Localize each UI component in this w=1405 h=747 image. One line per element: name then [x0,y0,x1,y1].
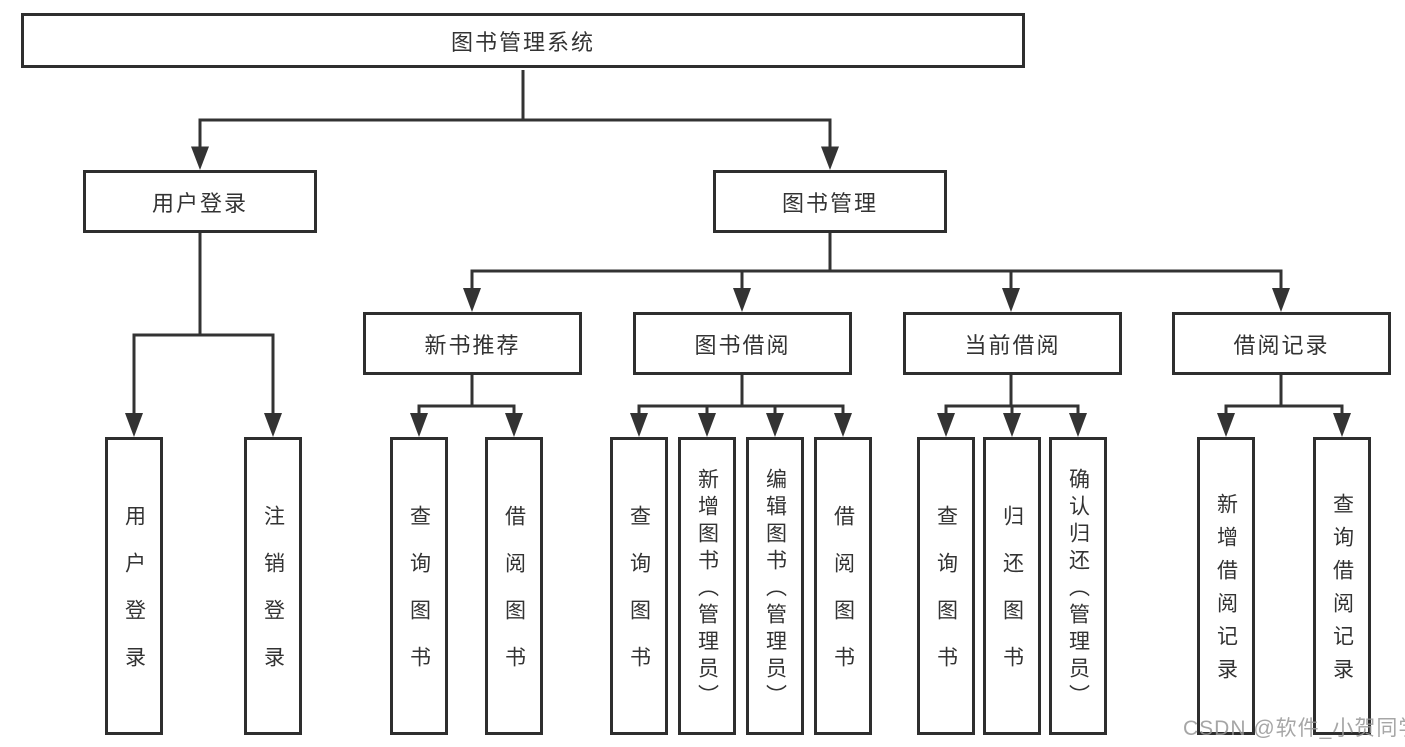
node-leaf-borrow-books-1-label: 借阅图书 [502,505,526,693]
node-borrow-records: 借阅记录 [1172,312,1391,375]
node-leaf-add-borrow-record-label: 新增借阅记录 [1214,493,1238,691]
arrowhead [766,413,784,437]
node-leaf-query-books-3: 查询图书 [917,437,975,735]
connector-borrow-to-children [630,375,852,437]
arrowhead [733,288,751,312]
connector-records-to-children [1217,375,1351,437]
node-leaf-query-books-1-label: 查询图书 [407,505,431,693]
node-leaf-logout: 注销登录 [244,437,302,735]
connector-current-to-children [937,375,1087,437]
node-leaf-query-borrow-record: 查询借阅记录 [1313,437,1371,735]
arrowhead [191,146,209,170]
node-root-label: 图书管理系统 [450,29,595,55]
arrowhead [937,413,955,437]
connector-login-to-children [125,233,282,437]
node-borrow-records-label: 借阅记录 [1233,332,1330,358]
node-leaf-query-books-3-label: 查询图书 [934,505,958,693]
node-leaf-edit-book-admin-label: 编辑图书（管理员） [763,467,787,711]
arrowhead [505,413,523,437]
arrowhead [1002,288,1020,312]
node-leaf-query-books-1: 查询图书 [390,437,448,735]
arrowhead [410,413,428,437]
node-leaf-query-books-2-label: 查询图书 [627,505,651,693]
node-leaf-add-book-admin: 新增图书（管理员） [678,437,736,735]
node-book-borrowing: 图书借阅 [633,312,852,375]
node-leaf-confirm-return-admin-label: 确认归还（管理员） [1066,467,1090,711]
node-leaf-confirm-return-admin: 确认归还（管理员） [1049,437,1107,735]
node-leaf-add-borrow-record: 新增借阅记录 [1197,437,1255,735]
node-root-library-system: 图书管理系统 [21,13,1025,68]
node-user-login-label: 用户登录 [151,190,248,216]
arrowhead [1003,413,1021,437]
connector-root-to-level2 [191,70,839,170]
node-leaf-return-book-label: 归还图书 [1000,505,1024,693]
connector-management-to-level3 [463,233,1290,312]
node-book-management-label: 图书管理 [781,190,878,216]
node-leaf-edit-book-admin: 编辑图书（管理员） [746,437,804,735]
node-book-borrowing-label: 图书借阅 [694,332,791,358]
node-leaf-add-book-admin-label: 新增图书（管理员） [695,467,719,711]
node-leaf-query-books-2: 查询图书 [610,437,668,735]
node-new-book-recommend: 新书推荐 [363,312,582,375]
arrowhead [1333,413,1351,437]
node-user-login: 用户登录 [83,170,317,233]
arrowhead [630,413,648,437]
arrowhead [1217,413,1235,437]
arrowhead [1069,413,1087,437]
node-current-borrowing-label: 当前借阅 [964,332,1061,358]
arrowhead [264,413,282,437]
node-leaf-user-login-label: 用户登录 [122,505,146,693]
node-leaf-query-borrow-record-label: 查询借阅记录 [1330,493,1354,691]
arrowhead [821,146,839,170]
node-leaf-user-login: 用户登录 [105,437,163,735]
node-leaf-logout-label: 注销登录 [261,505,285,693]
csdn-watermark: CSDN @软件_小贺同学 [1183,717,1405,740]
arrowhead [698,413,716,437]
node-leaf-return-book: 归还图书 [983,437,1041,735]
arrowhead [1272,288,1290,312]
node-book-management: 图书管理 [713,170,947,233]
arrowhead [463,288,481,312]
connector-newbook-to-children [410,375,523,437]
arrowhead [834,413,852,437]
node-leaf-borrow-books-1: 借阅图书 [485,437,543,735]
node-current-borrowing: 当前借阅 [903,312,1122,375]
node-leaf-borrow-books-2-label: 借阅图书 [831,505,855,693]
node-new-book-recommend-label: 新书推荐 [424,332,521,358]
node-leaf-borrow-books-2: 借阅图书 [814,437,872,735]
arrowhead [125,413,143,437]
